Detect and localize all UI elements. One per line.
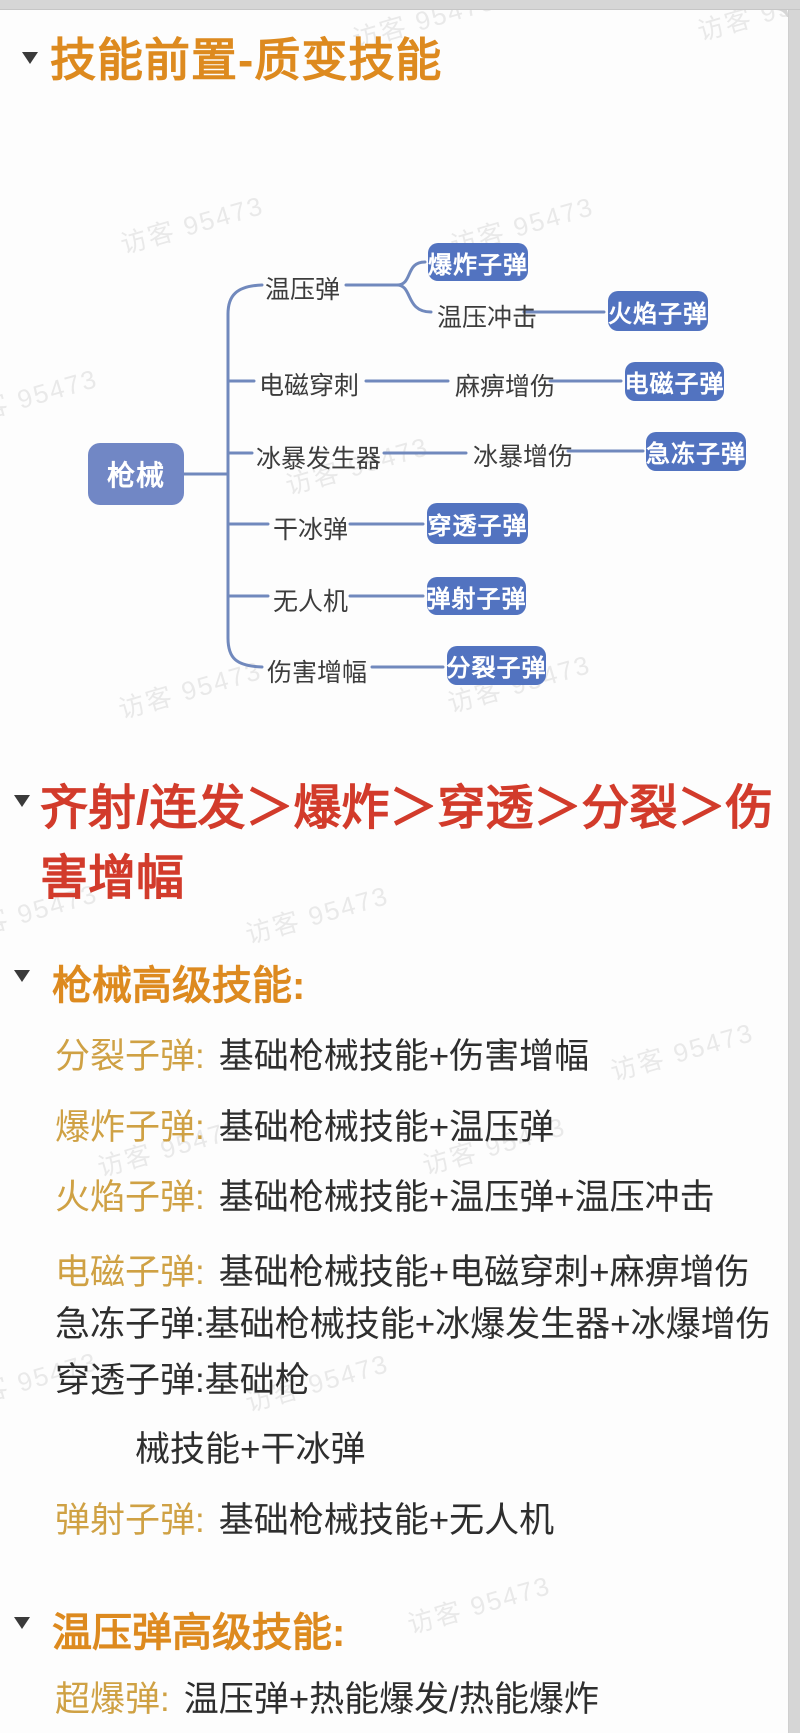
skill-value: 基础枪械技能+伤害增幅 (218, 1037, 590, 1076)
mindmap-node-wenya-chongji: 温压冲击 (437, 304, 538, 332)
watermark: 访客 95473 (242, 880, 393, 950)
skill-line: 弹射子弹: 基础枪械技能+无人机 (55, 1497, 554, 1545)
mindmap-node-wurenji: 无人机 (273, 588, 349, 616)
skill-label: 弹射子弹: (55, 1501, 205, 1540)
mindmap-node-mabi-zengshang: 麻痹增伤 (455, 373, 556, 401)
watermark: 访客 95473 (404, 1570, 555, 1640)
skill-value: 基础枪械技能+温压弹 (218, 1108, 555, 1147)
mindmap-root-node: 枪械 (88, 443, 184, 505)
mindmap-box-dianci-zidan: 电磁子弹 (625, 362, 724, 401)
skill-line: 急冻子弹:基础枪械技能+冰爆发生器+冰爆增伤 (55, 1301, 771, 1349)
skill-value: 械技能+干冰弹 (135, 1430, 366, 1469)
mindmap-node-wenyadan: 温压弹 (265, 276, 341, 304)
collapse-triangle-icon[interactable] (14, 970, 30, 982)
mindmap-box-fenlie-zidan: 分裂子弹 (447, 646, 546, 685)
skill-label: 爆炸子弹: (55, 1108, 205, 1147)
skill-label: 超爆弹: (55, 1680, 170, 1719)
skill-value: 基础枪械技能+无人机 (218, 1501, 555, 1540)
mindmap-box-tanshe-zidan: 弹射子弹 (427, 577, 526, 615)
skill-line: 穿透子弹:基础枪 (55, 1357, 310, 1405)
skill-value: 急冻子弹:基础枪械技能+冰爆发生器+冰爆增伤 (55, 1305, 771, 1344)
mindmap-node-dianci-chuanci: 电磁穿刺 (259, 372, 360, 400)
skill-line: 电磁子弹: 基础枪械技能+电磁穿刺+麻痹增伤 (55, 1249, 750, 1297)
mindmap-box-jidong-zidan: 急冻子弹 (646, 432, 746, 471)
skill-value: 基础枪械技能+温压弹+温压冲击 (218, 1178, 715, 1217)
skill-line: 分裂子弹: 基础枪械技能+伤害增幅 (55, 1033, 589, 1081)
skill-value: 穿透子弹:基础枪 (55, 1361, 310, 1400)
mindmap-box-chuantou-zidan: 穿透子弹 (427, 503, 528, 544)
collapse-triangle-icon[interactable] (14, 795, 30, 807)
section-heading-thermo-advanced: 温压弹高级技能: (52, 1611, 346, 1655)
section-heading-gun-advanced: 枪械高级技能: (52, 964, 306, 1008)
mindmap-node-ganbingdan: 干冰弹 (273, 516, 349, 544)
page-title: 技能前置-质变技能 (50, 34, 443, 86)
skill-line: 火焰子弹: 基础枪械技能+温压弹+温压冲击 (55, 1174, 715, 1222)
mindmap-box-baozha-zidan: 爆炸子弹 (428, 243, 528, 281)
skill-label: 分裂子弹: (55, 1037, 205, 1076)
collapse-triangle-icon[interactable] (22, 52, 38, 64)
mindmap-box-huoyan-zidan: 火焰子弹 (608, 291, 708, 331)
mindmap-connectors (182, 260, 645, 669)
top-gray-bar (0, 0, 800, 10)
mindmap-node-shanghai-zengfu: 伤害增幅 (267, 659, 368, 687)
priority-heading-line1: 齐射/连发＞爆炸＞穿透＞分裂＞伤 (40, 782, 774, 835)
right-gray-bar[interactable] (788, 0, 800, 1733)
skill-label: 火焰子弹: (55, 1178, 205, 1217)
skill-line: 爆炸子弹: 基础枪械技能+温压弹 (55, 1104, 554, 1152)
skill-value: 基础枪械技能+电磁穿刺+麻痹增伤 (218, 1253, 750, 1292)
skill-line-wrapped: 械技能+干冰弹 (135, 1426, 365, 1474)
mindmap-node-bingbao-fashengqi: 冰暴发生器 (256, 445, 382, 473)
skill-label: 电磁子弹: (55, 1253, 205, 1292)
skill-line: 超爆弹: 温压弹+热能爆发/热能爆炸 (55, 1676, 599, 1724)
skill-value: 温压弹+热能爆发/热能爆炸 (183, 1680, 599, 1719)
watermark: 访客 95473 (607, 1017, 758, 1087)
priority-heading-line2: 害增幅 (40, 852, 185, 905)
mindmap-node-bingbao-zengshang: 冰暴增伤 (473, 443, 574, 471)
collapse-triangle-icon[interactable] (14, 1617, 30, 1629)
